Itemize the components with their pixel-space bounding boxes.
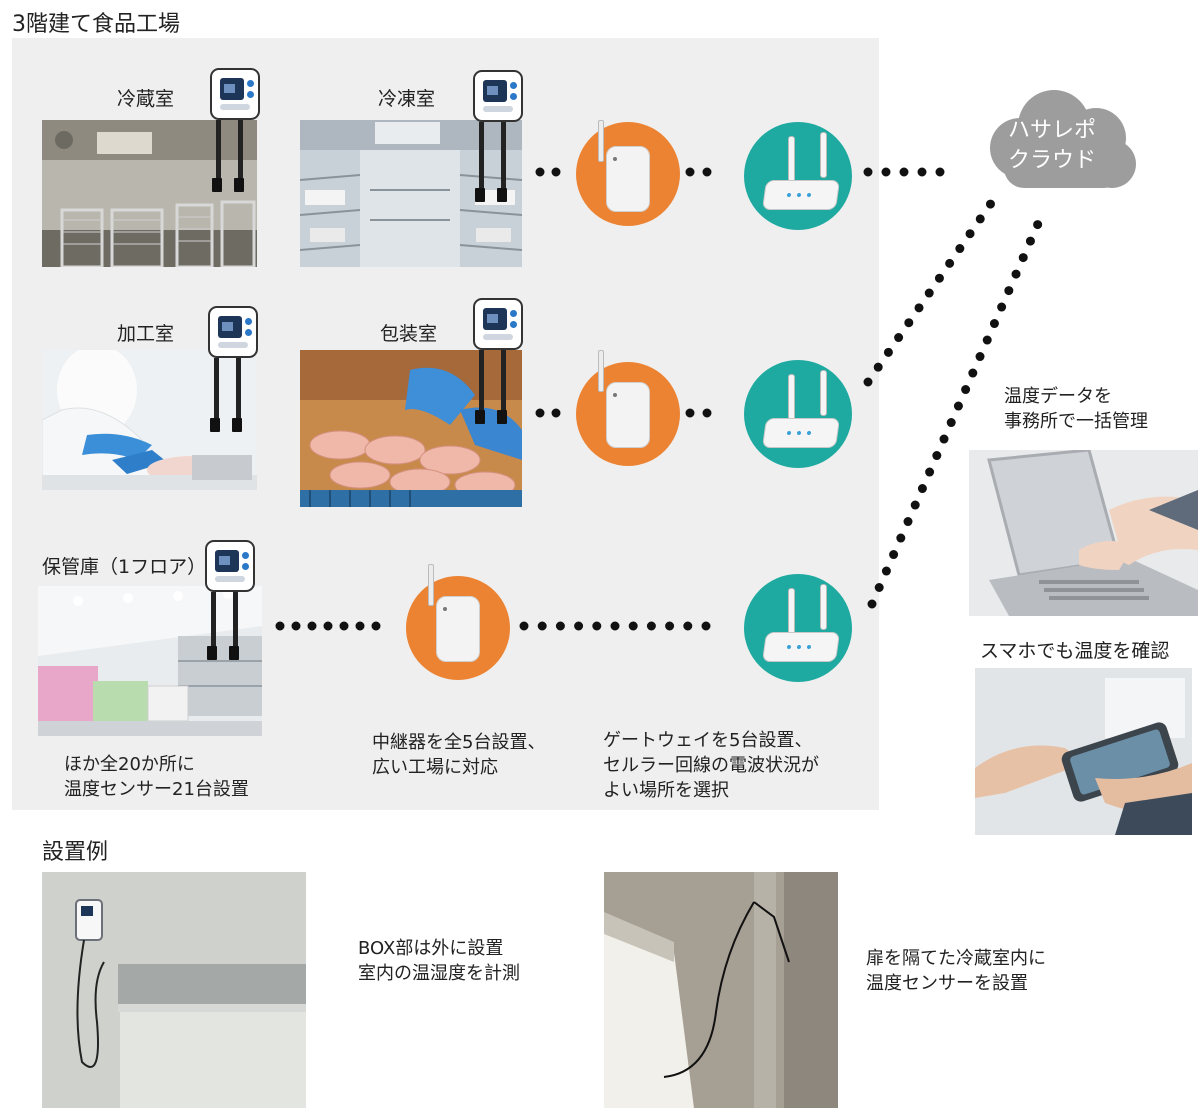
example-photo-2 [604, 872, 838, 1108]
cloud-icon [990, 90, 1136, 188]
repeater-icon [576, 350, 680, 466]
smartphone-photo [975, 668, 1192, 835]
office-note: 温度データを 事務所で一括管理 [1004, 386, 1148, 432]
gateway-router-icon [744, 122, 852, 230]
gateway-router-icon [744, 360, 852, 468]
processing-photo [42, 350, 257, 490]
cloud-label: ハサレポ クラウド [1008, 118, 1097, 173]
warehouse-photo [38, 586, 262, 736]
temperature-sensor-icon [210, 68, 260, 120]
repeater-icon [576, 120, 680, 226]
example-caption-2: 扉を隔てた冷蔵室内に 温度センサーを設置 [866, 948, 1046, 994]
example-caption-1: BOX部は外に設置 室内の温湿度を計測 [358, 938, 520, 984]
gateway-note: ゲートウェイを5台設置、 セルラー回線の電波状況が よい場所を選択 [603, 730, 819, 801]
room-label-packaging: 包装室 [380, 323, 438, 345]
room-label-processing: 加工室 [117, 323, 175, 345]
diagram-title: 3階建て食品工場 [12, 12, 180, 37]
temperature-sensor-icon [473, 70, 523, 122]
temperature-sensor-icon [208, 306, 258, 358]
gateway-router-icon [744, 574, 852, 682]
cold-storage-photo [42, 120, 257, 267]
room-label-freezer: 冷凍室 [378, 88, 436, 110]
sensor-count-note: ほか全20か所に 温度センサー21台設置 [64, 754, 249, 800]
smartphone-note: スマホでも温度を確認 [980, 640, 1170, 662]
temperature-sensor-icon [473, 298, 523, 350]
room-label-cold-storage: 冷蔵室 [117, 88, 175, 110]
example-photo-1 [42, 872, 306, 1108]
repeater-icon [406, 564, 510, 680]
laptop-photo [969, 450, 1198, 616]
temperature-sensor-icon [205, 540, 255, 592]
room-label-warehouse: 保管庫（1フロア） [42, 556, 207, 578]
repeater-note: 中継器を全5台設置、 広い工場に対応 [372, 732, 546, 778]
examples-heading: 設置例 [42, 840, 109, 865]
